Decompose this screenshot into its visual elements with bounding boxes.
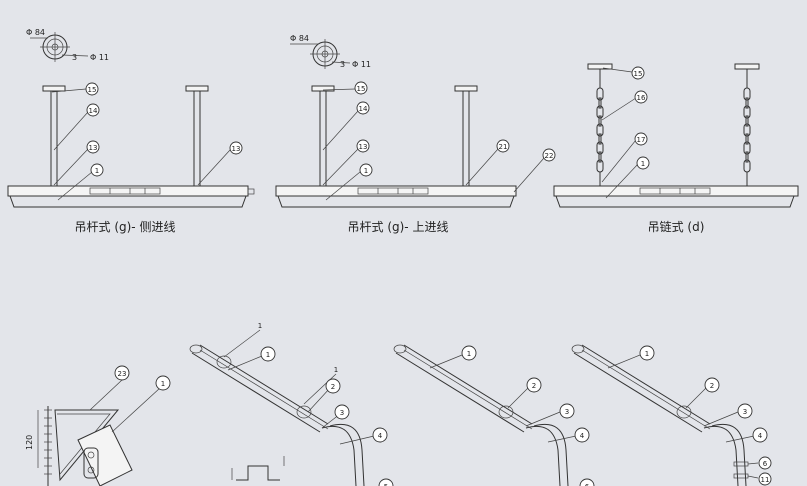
balloon-15-c: 15 <box>634 70 643 78</box>
dim-h120: 120 <box>25 435 34 450</box>
balloon-2-g: 2 <box>710 382 714 390</box>
balloon-14-b: 14 <box>359 105 368 113</box>
flange-detail-a: Φ 84 3 Φ 11 <box>26 28 109 62</box>
fixture-body-b <box>275 185 517 197</box>
chain-right <box>743 69 751 186</box>
balloon-1-c: 1 <box>641 160 645 168</box>
balloon-1-a: 1 <box>95 167 99 175</box>
dim-phi84-b: Φ 84 <box>290 34 309 43</box>
ceiling-flange-left-b <box>311 85 335 92</box>
z-bracket-detail <box>231 456 285 481</box>
balloon-4-f: 4 <box>580 432 585 440</box>
balloon-6-g: 6 <box>763 460 768 468</box>
balloon-3-e: 3 <box>340 409 344 417</box>
balloon-13-b: 13 <box>359 143 368 151</box>
balloon-3-f: 3 <box>565 408 569 416</box>
fixture-body-c <box>553 185 799 197</box>
balloon-13-a: 13 <box>89 144 98 152</box>
view-wall-bracket: 120 23 1 <box>25 365 171 486</box>
fixture-body-a <box>7 185 249 197</box>
ceiling-hook-left-c <box>587 63 613 70</box>
balloon-1-g: 1 <box>645 350 649 358</box>
view-pendant-side-entry: Φ 84 3 Φ 11 15 14 13 1 13 吊杆式 <box>7 28 255 234</box>
balloon-11-g: 11 <box>761 476 770 484</box>
dim-phi11-b: Φ 11 <box>352 60 371 69</box>
ceiling-hook-right-c <box>734 63 760 70</box>
balloon-2-f: 2 <box>532 382 536 390</box>
balloon-15-a: 15 <box>88 86 97 94</box>
caption-view-a: 吊杆式 (g)- 侧进线 <box>75 220 176 234</box>
balloon-22-b: 22 <box>545 152 554 160</box>
balloon-21-b: 21 <box>499 143 508 151</box>
ceiling-flange-right-a <box>185 85 209 92</box>
balloon-13-a2: 13 <box>232 145 241 153</box>
label-1-e2: 1 <box>334 366 338 374</box>
dim-phi84-a: Φ 84 <box>26 28 45 37</box>
caption-view-b: 吊杆式 (g)- 上进线 <box>348 220 449 234</box>
balloon-4-e: 4 <box>378 432 383 440</box>
balloon-1-e: 1 <box>266 351 270 359</box>
balloon-4-g: 4 <box>758 432 763 440</box>
balloon-1-d: 1 <box>161 380 165 388</box>
balloon-15-b: 15 <box>357 85 366 93</box>
dim-three-b: 3 <box>340 60 345 69</box>
dim-three-a: 3 <box>72 53 77 62</box>
view-pole-mount-3: 1 2 3 4 6 11 <box>571 344 772 486</box>
label-1-e: 1 <box>258 322 262 330</box>
dim-phi11-a: Φ 11 <box>90 53 109 62</box>
view-chain-pendant: 15 16 17 1 吊链式 (d) <box>553 63 799 234</box>
view-pole-mount-1: 1 2 3 4 5 1 1 <box>189 322 394 486</box>
ceiling-flange-left-a <box>42 85 66 92</box>
chain-left <box>596 69 604 186</box>
balloon-2-e: 2 <box>331 383 335 391</box>
balloon-5-e: 5 <box>384 483 388 486</box>
flange-detail-b: Φ 84 3 Φ 11 <box>290 34 371 69</box>
balloon-6-f: 6 <box>585 483 590 486</box>
view-pole-mount-2: 1 2 3 4 6 <box>393 344 595 486</box>
balloon-23: 23 <box>118 370 127 378</box>
ceiling-flange-right-b <box>454 85 478 92</box>
balloon-3-g: 3 <box>743 408 747 416</box>
balloon-1-f: 1 <box>467 350 471 358</box>
view-pendant-top-entry: Φ 84 3 Φ 11 15 14 13 1 21 22 吊杆式 (g <box>275 34 556 234</box>
balloon-14-a: 14 <box>89 107 98 115</box>
caption-view-c: 吊链式 (d) <box>648 219 705 234</box>
balloon-16-c: 16 <box>637 94 646 102</box>
balloon-17-c: 17 <box>637 136 646 144</box>
balloon-1-b: 1 <box>364 167 368 175</box>
